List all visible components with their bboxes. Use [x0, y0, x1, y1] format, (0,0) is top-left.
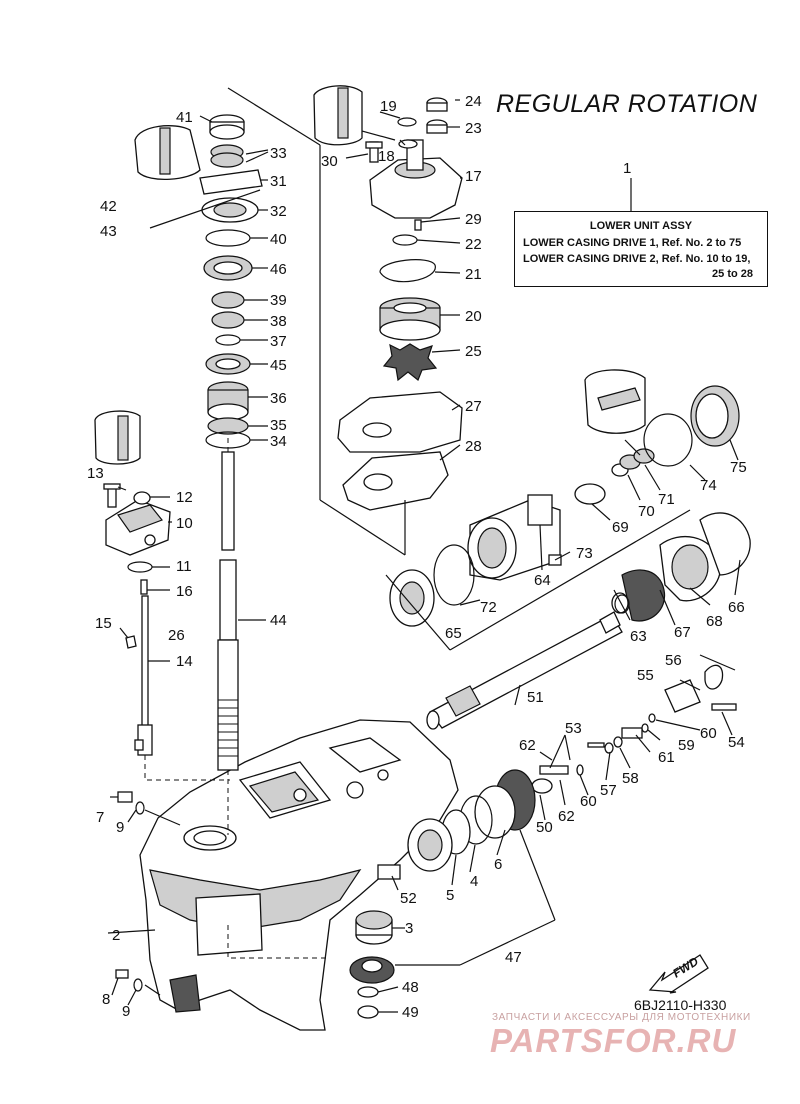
callout-42: 42 [100, 198, 117, 215]
callout-75: 75 [730, 459, 747, 476]
callout-52: 52 [400, 890, 417, 907]
callout-72: 72 [480, 599, 497, 616]
water-pump-assembly [337, 97, 463, 511]
callout-14: 14 [176, 653, 193, 670]
callout-27: 27 [465, 398, 482, 415]
callout-59: 59 [678, 737, 695, 754]
callout-62-bottom: 62 [558, 808, 575, 825]
lower-casing [139, 719, 459, 1031]
callout-24: 24 [465, 93, 482, 110]
callout-54: 54 [728, 734, 745, 751]
assy-heading: LOWER UNIT ASSY [589, 220, 693, 232]
callout-12: 12 [176, 489, 193, 506]
callout-37: 37 [270, 333, 287, 350]
callout-26: 26 [168, 627, 185, 644]
callout-9-top: 9 [116, 819, 124, 836]
callout-19: 19 [380, 98, 397, 115]
callout-34: 34 [270, 433, 287, 450]
callout-46: 46 [270, 261, 287, 278]
callout-50: 50 [536, 819, 553, 836]
callout-62-top: 62 [519, 737, 536, 754]
callout-45: 45 [270, 357, 287, 374]
callout-67: 67 [674, 624, 691, 641]
callout-70: 70 [638, 503, 655, 520]
callout-73: 73 [576, 545, 593, 562]
fwd-arrow-icon [648, 954, 709, 994]
callout-23: 23 [465, 120, 482, 137]
callout-7: 7 [96, 809, 104, 826]
lubricant-inset-boxes [94, 85, 646, 465]
callout-30: 30 [321, 153, 338, 170]
callout-66: 66 [728, 599, 745, 616]
callout-63: 63 [630, 628, 647, 645]
propeller-shaft-assembly [115, 385, 751, 1019]
callout-16: 16 [176, 583, 193, 600]
callout-13: 13 [87, 465, 104, 482]
callout-74: 74 [700, 477, 717, 494]
callout-5: 5 [446, 887, 454, 904]
callout-71: 71 [658, 491, 675, 508]
assy-line-2: LOWER CASING DRIVE 2, Ref. No. 10 to 19, [523, 253, 751, 265]
callout-60-left: 60 [580, 793, 597, 810]
diagram-title: REGULAR ROTATION [496, 90, 758, 118]
callout-11: 11 [176, 558, 192, 575]
callout-36: 36 [270, 390, 287, 407]
callout-58-upper: 58 [622, 770, 639, 787]
callout-51: 51 [527, 689, 544, 706]
callout-43: 43 [100, 223, 117, 240]
callout-28: 28 [465, 438, 482, 455]
callout-60-right: 60 [700, 725, 717, 742]
callout-33: 33 [270, 145, 287, 162]
callout-2: 2 [112, 927, 120, 944]
callout-48: 48 [402, 979, 419, 996]
callout-15: 15 [95, 615, 112, 632]
callout-56: 56 [665, 652, 682, 669]
callout-38: 38 [270, 313, 287, 330]
watermark-caption: ЗАПЧАСТИ И АКСЕССУАРЫ ДЛЯ МОТОТЕХНИКИ [492, 1012, 751, 1023]
assy-line-1: LOWER CASING DRIVE 1, Ref. No. 2 to 75 [523, 237, 742, 249]
callout-numbers: 2 3 4 5 6 7 8 9 9 10 11 12 13 14 15 16 1… [87, 93, 747, 1021]
callout-17: 17 [465, 168, 482, 185]
callout-35: 35 [270, 417, 287, 434]
callout-40: 40 [270, 231, 287, 248]
drawing-code: 6BJ2110-H330 [634, 997, 727, 1013]
callout-69: 69 [612, 519, 629, 536]
callout-32: 32 [270, 203, 287, 220]
callout-41: 41 [176, 109, 193, 126]
callout-65: 65 [445, 625, 462, 642]
callout-8: 8 [102, 991, 110, 1008]
callout-49: 49 [402, 1004, 419, 1021]
watermark-logo: PARTSFOR.RU [490, 1022, 737, 1059]
callout-3: 3 [405, 920, 413, 937]
callout-55: 55 [637, 667, 654, 684]
callout-22: 22 [465, 236, 482, 253]
callout-20: 20 [465, 308, 482, 325]
callout-18: 18 [378, 148, 395, 165]
callout-31: 31 [270, 173, 287, 190]
callout-44: 44 [270, 612, 287, 629]
callout-39: 39 [270, 292, 287, 309]
callout-10: 10 [176, 515, 193, 532]
assy-callout-number: 1 [623, 160, 632, 177]
callout-64: 64 [534, 572, 551, 589]
callout-25: 25 [465, 343, 482, 360]
callout-53: 53 [565, 720, 582, 737]
lower-unit-assy-box: LOWER UNIT ASSY LOWER CASING DRIVE 1, Re… [514, 211, 768, 287]
callout-61: 61 [658, 749, 675, 766]
callout-47: 47 [505, 949, 522, 966]
callout-68: 68 [706, 613, 723, 630]
assy-line-3: 25 to 28 [712, 268, 753, 280]
drive-shaft [217, 420, 239, 835]
callout-21: 21 [465, 266, 482, 283]
callout-4: 4 [470, 873, 478, 890]
drive-shaft-stack [199, 114, 263, 449]
callout-29: 29 [465, 211, 482, 228]
callout-57: 57 [600, 782, 617, 799]
callout-6: 6 [494, 856, 502, 873]
callout-9-bottom: 9 [122, 1003, 130, 1020]
shift-rod-assembly [103, 483, 171, 756]
